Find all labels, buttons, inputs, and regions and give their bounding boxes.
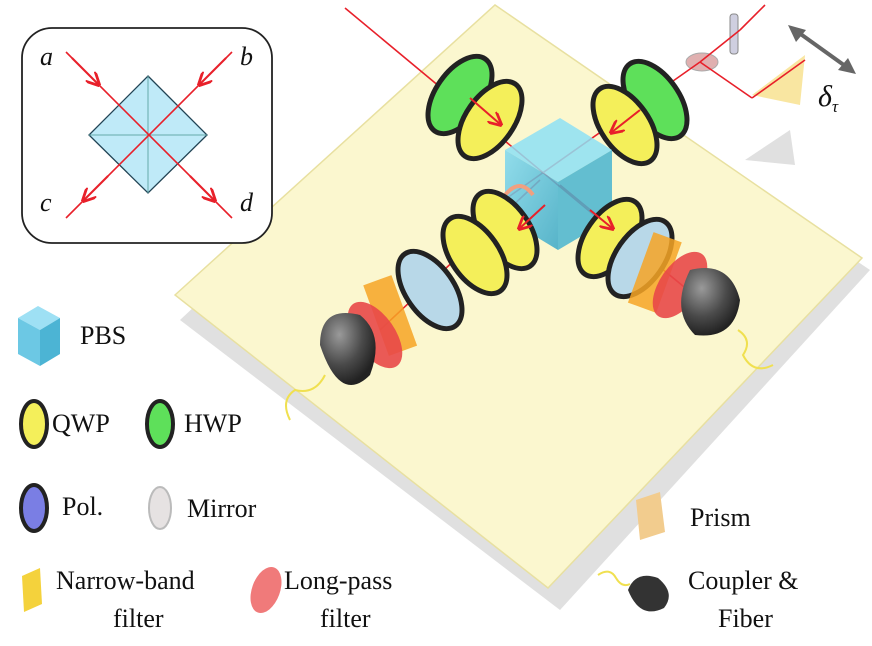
legend-mirror-label: Mirror	[187, 494, 257, 523]
qwp-lower-left-2	[440, 213, 510, 297]
legend-prism-label: Prism	[690, 503, 751, 532]
port-d-label: d	[240, 188, 253, 217]
legend-hwp-label: HWP	[184, 409, 242, 438]
longpass-legend-icon	[250, 566, 282, 614]
breadboard	[173, 4, 864, 590]
pbs-legend-icon	[18, 306, 60, 366]
legend-narrowband-label-2: filter	[113, 604, 164, 633]
legend-narrowband-label-1: Narrow-band	[56, 566, 195, 595]
mirror-legend-icon	[148, 486, 172, 530]
port-a-label: a	[40, 42, 53, 71]
narrowband-lower-right	[627, 232, 682, 313]
qwp-legend-icon	[19, 399, 49, 449]
delay-symbol-base: δ	[818, 80, 832, 113]
legend-pol-label: Pol.	[62, 492, 104, 521]
legend-coupler-label-2: Fiber	[718, 604, 773, 633]
narrowband-legend-icon	[22, 568, 42, 612]
coupler-legend-icon	[628, 575, 669, 612]
hwp-legend-icon	[145, 399, 175, 449]
port-c-label: c	[40, 188, 52, 217]
legend-longpass-label-2: filter	[320, 604, 371, 633]
coupler-lower-left	[320, 313, 376, 385]
delay-symbol: δτ	[818, 80, 839, 116]
prism-shadow	[745, 130, 795, 165]
pol-legend-icon	[19, 483, 49, 533]
legend-pbs-label: PBS	[80, 321, 127, 350]
pbs-cube-top	[505, 118, 612, 182]
narrowband-lower-left	[363, 275, 418, 356]
legend-longpass-label-1: Long-pass	[284, 566, 393, 595]
pol-lower-left	[395, 248, 465, 332]
port-b-label: b	[240, 42, 253, 71]
translation-arrow	[793, 28, 850, 70]
coupler-lower-right	[681, 268, 740, 336]
prism-legend-icon	[636, 492, 665, 540]
rotation-arrow	[503, 184, 535, 197]
prism	[752, 55, 805, 105]
delay-symbol-sub: τ	[831, 97, 839, 116]
legend-qwp-label: QWP	[52, 409, 110, 438]
legend-coupler-label-1: Coupler &	[688, 566, 799, 595]
longpass-lower-right	[652, 251, 708, 319]
